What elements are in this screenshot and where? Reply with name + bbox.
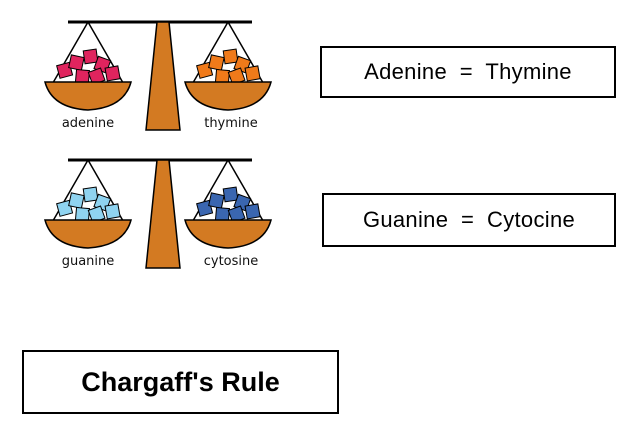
pan-label-thymine: thymine [204,116,258,131]
title-chargaffs-rule: Chargaff's Rule [22,350,339,414]
guanine-blocks [56,186,121,224]
thymine-blocks [196,48,261,86]
balance-scale-icon [44,158,272,269]
adenine-blocks [56,48,121,86]
left-pan [44,219,132,249]
equation-adenine-thymine: Adenine = Thymine [320,46,616,98]
pan-label-guanine: guanine [61,254,115,269]
cytosine-blocks [196,186,261,224]
balance-scale-guanine-cytosine: guanine cytosine [30,150,280,275]
equation-guanine-cytocine: Guanine = Cytocine [322,193,616,247]
right-pan [184,81,272,111]
balance-scale-icon [44,20,272,131]
balance-scale-adenine-thymine: adenine thymine [30,12,280,137]
left-pan [44,81,132,111]
pan-label-cytosine: cytosine [203,254,259,269]
right-pan [184,219,272,249]
pan-label-adenine: adenine [61,116,115,131]
